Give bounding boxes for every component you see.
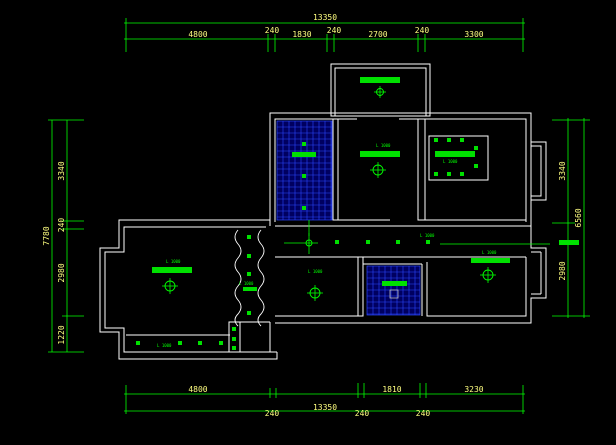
- note-3: L 1000: [420, 233, 435, 238]
- right-dimension-3340: 3340: [558, 161, 567, 180]
- note-7: L 1000: [239, 281, 254, 286]
- ceiling-fixtures: [136, 77, 550, 350]
- left-dimension-1220: 1220: [57, 325, 66, 344]
- tiled-bathroom-south: [366, 265, 421, 316]
- bottom-dimension-3230: 3230: [464, 385, 483, 394]
- top-dimension-240-c: 240: [415, 26, 430, 35]
- bottom-overall-dimension: 13350: [313, 403, 337, 412]
- top-dimension-1830: 1830: [292, 30, 311, 39]
- bottom-wall-240-a: 240: [265, 409, 280, 418]
- top-dimension-240-a: 240: [265, 26, 280, 35]
- note-8: L 1000: [157, 343, 172, 348]
- note-6: L 1000: [166, 259, 181, 264]
- top-dimension-2700: 2700: [368, 30, 387, 39]
- right-dimension-marker: [559, 240, 579, 245]
- note-1: L 1000: [376, 143, 391, 148]
- left-dimension-240: 240: [57, 218, 66, 233]
- right-dimension-chain: 3340 2980 6560: [552, 118, 590, 318]
- note-5: L 1000: [308, 269, 323, 274]
- top-dimension-chain: 13350 4800 240 1830 240 2700 240 3300: [124, 13, 525, 52]
- bottom-dimension-1810: 1810: [382, 385, 401, 394]
- left-dimension-chain: 7780 3340 240 2980 1220: [42, 119, 84, 353]
- bottom-wall-240-c: 240: [416, 409, 431, 418]
- bottom-dimension-4800: 4800: [188, 385, 207, 394]
- right-overall-dimension: 6560: [574, 208, 583, 227]
- top-dimension-240-b: 240: [327, 26, 342, 35]
- fixture-notes: L 1000 L 1000 L 1000 L 1000 L 1000 L 100…: [157, 143, 497, 348]
- decorative-wave-partition: [234, 229, 242, 327]
- walls: [99, 63, 547, 360]
- left-dimension-3340: 3340: [57, 161, 66, 180]
- top-dimension-4800: 4800: [188, 30, 207, 39]
- right-dimension-2980: 2980: [558, 261, 567, 280]
- bottom-dimension-chain: 4800 1810 3230 13350 240 240 240: [124, 383, 525, 418]
- top-dimension-3300: 3300: [464, 30, 483, 39]
- tiled-bathroom-north: [276, 120, 333, 221]
- bottom-wall-240-b: 240: [355, 409, 370, 418]
- left-dimension-2980: 2980: [57, 263, 66, 282]
- note-2: L 1000: [443, 159, 458, 164]
- note-4: L 1000: [482, 250, 497, 255]
- left-overall-dimension: 7780: [42, 226, 51, 245]
- top-overall-dimension: 13350: [313, 13, 337, 22]
